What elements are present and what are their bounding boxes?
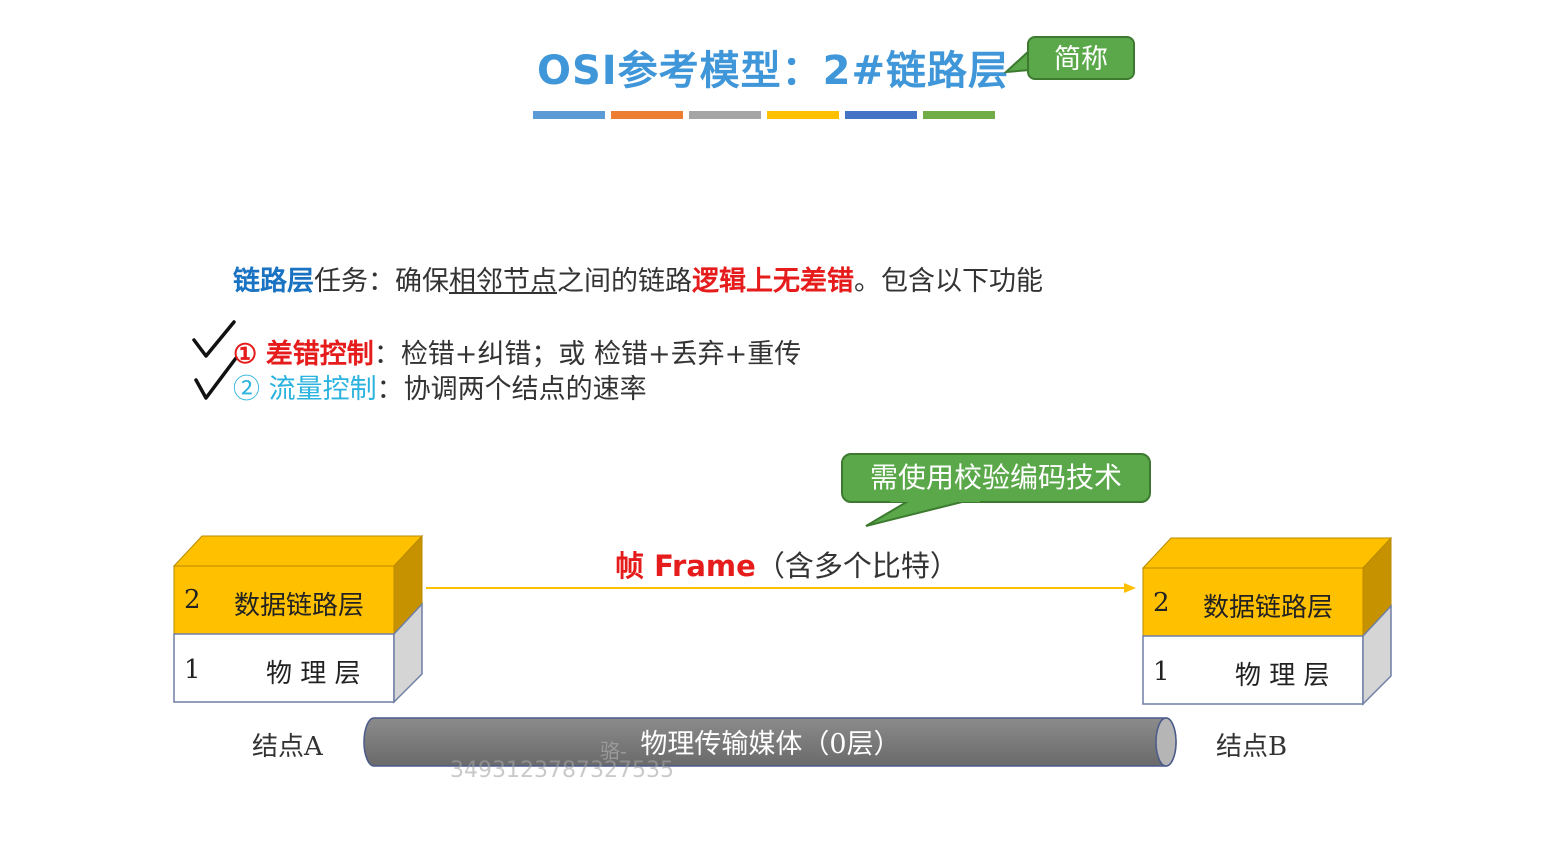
task-logically-error-free: 逻辑上无差错	[692, 266, 854, 297]
callout-abbreviation: 简称	[1027, 36, 1135, 80]
item-name: 流量控制	[268, 374, 377, 405]
task-text: 任务：确保	[314, 266, 449, 297]
node-b-layer2-num: 2	[1153, 588, 1170, 618]
task-adjacent-nodes: 相邻节点	[449, 266, 557, 297]
color-bar	[767, 111, 839, 119]
callout-checksum-bubble	[841, 453, 1151, 527]
check-icon	[192, 320, 236, 358]
check-icon	[194, 356, 238, 400]
check-marks	[192, 320, 238, 400]
callout-checksum-text: 需使用校验编码技术	[869, 461, 1122, 494]
function-item-flow-control: ② 流量控制：协调两个结点的速率	[233, 367, 647, 406]
page-title: OSI参考模型：2#链路层	[0, 38, 1546, 96]
color-bar	[611, 111, 683, 119]
node-a-layer1-num: 1	[184, 655, 201, 685]
physical-medium-pipe	[363, 717, 1177, 767]
node-a-stack	[172, 534, 424, 704]
physical-medium-label: 物理传输媒体（0层）	[640, 729, 901, 760]
frame-label-rest: （含多个比特）	[755, 549, 959, 583]
node-b-label: 结点B	[1216, 732, 1288, 762]
frame-label: 帧 Frame（含多个比特）	[615, 543, 959, 585]
node-b-layer2-name: 数据链路层	[1203, 593, 1334, 623]
color-bar	[533, 111, 605, 119]
task-link-layer: 链路层	[233, 266, 314, 297]
color-bar	[845, 111, 917, 119]
item-colon: ：	[376, 374, 404, 405]
function-item-error-control: ① 差错控制：检错+纠错；或 检错+丢弃+重传	[233, 332, 801, 371]
watermark-id: 3493123787327535	[450, 758, 674, 783]
node-a-label: 结点A	[252, 732, 323, 762]
frame-arrow	[426, 583, 1136, 593]
title-main: 2#链路层	[822, 48, 1010, 94]
item-colon: ：	[373, 339, 401, 370]
item-number: ①	[233, 339, 258, 370]
node-b-layer1-num: 1	[1153, 657, 1170, 687]
node-b-layer1-name: 物 理 层	[1235, 661, 1330, 691]
node-a-layer1-name: 物 理 层	[266, 659, 361, 689]
task-text: 。包含以下功能	[854, 266, 1043, 297]
title-prefix: OSI参考模型：	[536, 48, 823, 94]
color-bar-strip	[533, 111, 995, 119]
node-b-stack	[1141, 536, 1393, 706]
item-desc: 协调两个结点的速率	[403, 374, 647, 405]
watermark-text: 骆-	[600, 739, 627, 763]
task-text: 之间的链路	[557, 266, 692, 297]
item-number: ②	[233, 374, 260, 405]
color-bar	[923, 111, 995, 119]
item-desc: 检错+纠错；或 检错+丢弃+重传	[400, 339, 802, 370]
item-name: 差错控制	[265, 339, 374, 370]
node-a-layer2-num: 2	[184, 585, 201, 615]
node-a-layer2-name: 数据链路层	[234, 591, 365, 621]
color-bar	[689, 111, 761, 119]
frame-label-bold: 帧 Frame	[615, 549, 756, 583]
task-sentence: 链路层任务：确保相邻节点之间的链路逻辑上无差错。包含以下功能	[233, 259, 1043, 298]
